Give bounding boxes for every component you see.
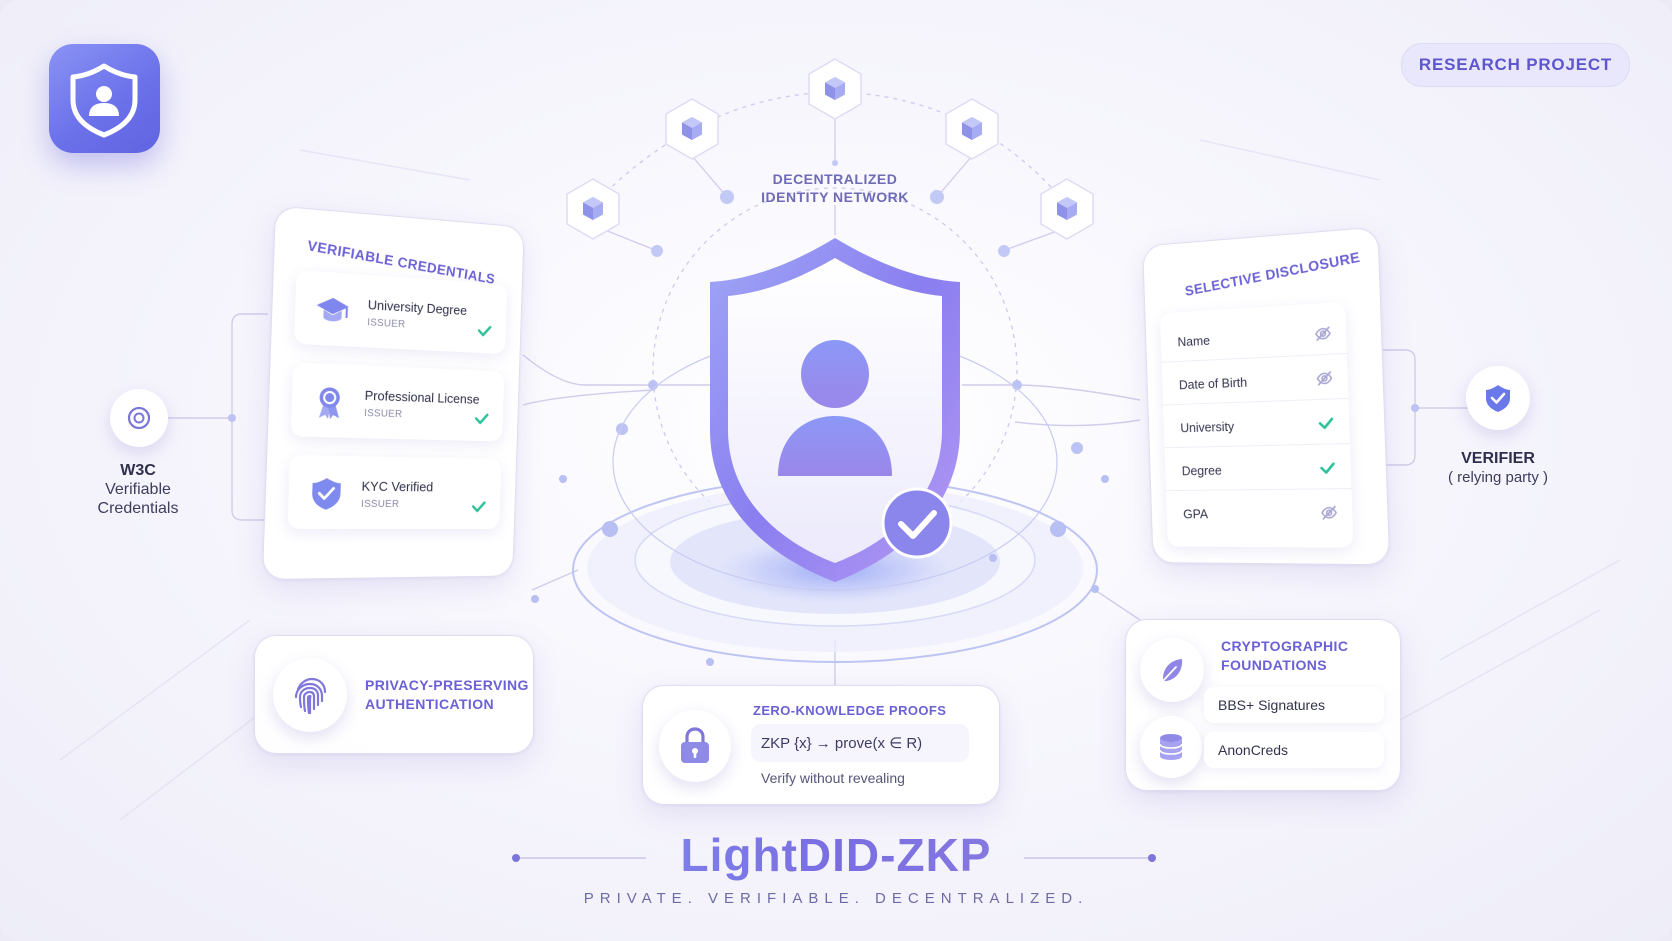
privacy-title-line1: PRIVACY-PRESERVING <box>365 677 529 693</box>
eye-off-icon[interactable] <box>1320 504 1339 522</box>
zkp-title: ZERO-KNOWLEDGE PROOFS <box>753 703 947 718</box>
credential-name: KYC Verified <box>361 478 434 495</box>
lock-icon <box>681 727 709 763</box>
zkp-formula: ZKP {x} → prove(x ∈ R) <box>761 735 923 752</box>
crypto-title: CRYPTOGRAPHIC FOUNDATIONS <box>1221 637 1348 675</box>
privacy-title: PRIVACY-PRESERVING AUTHENTICATION <box>365 676 529 714</box>
graduation-cap-icon <box>316 296 353 331</box>
brand-title: LightDID-ZKP <box>580 828 1092 882</box>
eye-off-icon[interactable] <box>1315 369 1334 388</box>
cube-icon <box>945 98 999 160</box>
research-project-badge: RESEARCH PROJECT <box>1401 43 1630 87</box>
brand-tagline: PRIVATE. VERIFIABLE. DECENTRALIZED. <box>583 890 1089 907</box>
shield-user-icon <box>70 63 138 138</box>
cube-icon <box>1040 178 1094 240</box>
disclosure-row[interactable]: Date of Birth <box>1161 356 1349 406</box>
credential-kyc-verified[interactable]: KYC Verified ISSUER <box>287 454 502 530</box>
zkp-formula-box: ZKP {x} → prove(x ∈ R) <box>751 724 969 762</box>
credential-issuer: ISSUER <box>360 498 400 511</box>
crypto-item-label: AnonCreds <box>1218 742 1289 758</box>
app-logo <box>49 44 160 153</box>
check-icon <box>470 498 487 516</box>
lock-badge <box>659 710 731 782</box>
zkp-caption: Verify without revealing <box>761 770 905 786</box>
crypto-item-bbs-signatures: BBS+ Signatures <box>1204 687 1384 723</box>
disclosure-attribute-label: Degree <box>1181 462 1223 479</box>
w3c-node <box>110 389 168 447</box>
verifier-node <box>1466 366 1530 430</box>
disclosure-row[interactable]: University <box>1163 402 1351 449</box>
credential-issuer: ISSUER <box>363 407 403 421</box>
check-icon[interactable] <box>1318 459 1337 478</box>
verifier-subtitle: ( relying party ) <box>1447 469 1549 486</box>
w3c-line1: Verifiable <box>105 481 171 498</box>
cube-icon <box>665 98 719 160</box>
network-node <box>662 96 722 162</box>
fingerprint-icon <box>294 677 327 715</box>
fingerprint-badge <box>273 658 347 732</box>
anoncreds-badge <box>1140 716 1202 778</box>
network-node <box>1037 176 1097 242</box>
network-node <box>805 56 865 122</box>
bbs-signatures-badge <box>1140 638 1204 702</box>
disclosure-attribute-label: Name <box>1177 332 1211 350</box>
shield-check-icon <box>311 477 342 510</box>
disclosure-attribute-label: GPA <box>1182 506 1209 522</box>
crypto-title-line2: FOUNDATIONS <box>1221 657 1328 673</box>
network-node <box>563 176 623 242</box>
disclosure-attribute-label: Date of Birth <box>1178 374 1248 393</box>
check-icon <box>476 322 493 340</box>
check-icon[interactable] <box>1317 414 1336 433</box>
credential-seal-icon <box>127 406 151 430</box>
verifiable-credentials-card: VERIFIABLE CREDENTIALS University Degree… <box>261 205 525 581</box>
disclosure-row[interactable]: GPA <box>1166 492 1353 533</box>
privacy-authentication-card: PRIVACY-PRESERVING AUTHENTICATION <box>254 635 534 754</box>
award-ribbon-icon <box>318 387 341 420</box>
selective-disclosure-title: SELECTIVE DISCLOSURE <box>1183 248 1362 299</box>
crypto-title-line1: CRYPTOGRAPHIC <box>1221 638 1349 654</box>
identity-shield-icon <box>710 238 960 582</box>
check-icon <box>473 410 490 428</box>
network-label: DECENTRALIZED IDENTITY NETWORK <box>761 171 909 205</box>
w3c-title: W3C <box>120 462 156 479</box>
privacy-title-line2: AUTHENTICATION <box>365 696 494 712</box>
zero-knowledge-proofs-card: ZERO-KNOWLEDGE PROOFS ZKP {x} → prove(x … <box>642 685 1000 805</box>
credential-name: University Degree <box>367 297 468 319</box>
disclosure-row[interactable]: Name <box>1160 312 1347 363</box>
credential-university-degree[interactable]: University Degree ISSUER <box>293 269 508 355</box>
crypto-item-label: BBS+ Signatures <box>1218 697 1326 713</box>
network-node <box>942 96 1002 162</box>
cube-icon <box>566 178 620 240</box>
database-icon <box>1159 734 1183 760</box>
disclosure-row[interactable]: Degree <box>1164 447 1352 492</box>
feather-icon <box>1161 659 1183 683</box>
cryptographic-foundations-card: CRYPTOGRAPHIC FOUNDATIONS BBS+ Signature… <box>1125 619 1401 791</box>
credential-professional-license[interactable]: Professional License ISSUER <box>290 362 505 442</box>
verifier-label: VERIFIER ( relying party ) <box>1420 449 1576 487</box>
verifier-title: VERIFIER <box>1461 450 1535 467</box>
cube-icon <box>808 58 862 120</box>
crypto-item-anoncreds: AnonCreds <box>1204 732 1384 768</box>
verifier-shield-icon <box>1486 385 1510 412</box>
eye-off-icon[interactable] <box>1314 324 1333 343</box>
credential-issuer: ISSUER <box>367 317 406 331</box>
w3c-label: W3C Verifiable Credentials <box>78 461 198 518</box>
disclosure-attribute-label: University <box>1180 418 1235 436</box>
credential-name: Professional License <box>364 387 480 407</box>
w3c-line2: Credentials <box>97 500 179 517</box>
